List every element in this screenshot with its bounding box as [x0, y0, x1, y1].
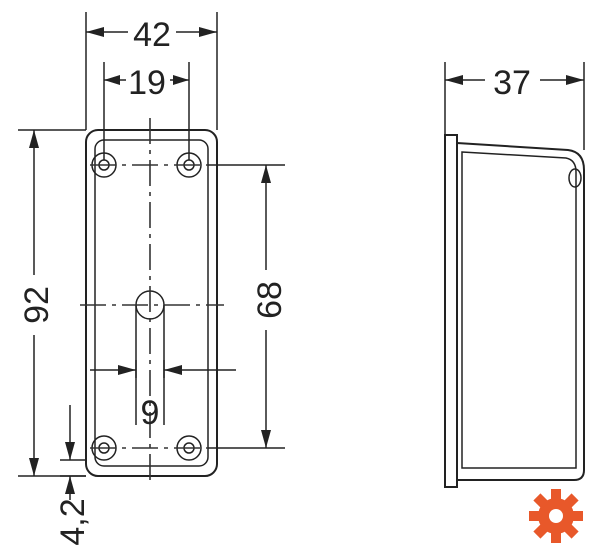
side-body	[456, 141, 585, 481]
dimension-19: 19	[103, 62, 190, 160]
dimension-42: 42	[85, 12, 218, 130]
dimension-4-2: 4,2	[54, 405, 92, 546]
dim-label-9: 9	[141, 394, 160, 432]
gear-icon	[529, 489, 583, 543]
dim-label-68: 68	[251, 281, 289, 319]
dimension-68: 68	[208, 164, 289, 449]
front-view: 42 19 92	[18, 12, 289, 546]
side-flange	[444, 134, 458, 488]
dim-label-42: 42	[133, 16, 171, 54]
dimension-37: 37	[444, 62, 585, 150]
dim-label-37: 37	[493, 64, 531, 102]
front-housing-inner	[94, 139, 209, 467]
dim-label-19: 19	[128, 64, 166, 102]
dimension-9: 9	[90, 360, 236, 432]
dim-label-4-2: 4,2	[54, 498, 92, 545]
dimension-92: 92	[18, 129, 86, 477]
dim-label-92: 92	[18, 286, 56, 324]
side-eyelet	[568, 168, 582, 188]
side-view: 37	[444, 62, 585, 488]
front-housing-outer	[85, 129, 218, 477]
